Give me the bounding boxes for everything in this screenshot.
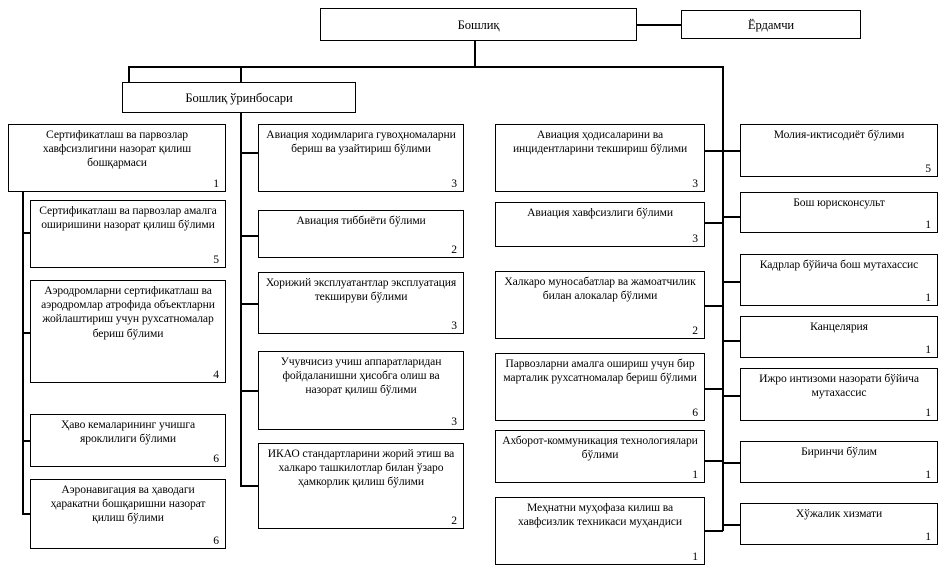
node-col1-1-count: 5 — [213, 253, 219, 266]
node-col3-5-label: Меҳнатни муҳофаза килиш ва хавфсизлик те… — [518, 501, 682, 529]
node-assistant[interactable]: Ёрдамчи — [681, 10, 861, 39]
node-deputy[interactable]: Бошлиқ ўринбосари — [122, 82, 356, 113]
node-col2-0[interactable]: Авиация ходимларига гувоҳномаларни бериш… — [258, 124, 464, 192]
node-col1-4-label: Аэронавигация ва ҳаводаги ҳаракатни бошқ… — [50, 483, 206, 525]
node-col3-1[interactable]: Авиация хавфсизлиги бўлими 3 — [495, 202, 705, 247]
node-deputy-label: Бошлиқ ўринбосари — [185, 90, 293, 105]
node-col4-4[interactable]: Ижро интизоми назорати бўйича мутахассис… — [740, 368, 938, 421]
node-col4-0-label: Молия-иктисодиёт бўлими — [773, 128, 905, 141]
connector-col3-branch-5 — [705, 460, 723, 462]
connector-col2-branch-1 — [240, 152, 258, 154]
node-col4-2-label: Кадрлар бўйича бош мутахассис — [759, 258, 919, 271]
node-col4-1[interactable]: Бош юрисконсульт 1 — [740, 192, 938, 233]
connector-main-bus — [128, 66, 723, 68]
connector-col3-branch-4 — [705, 388, 723, 390]
connector-col4-branch-4 — [722, 340, 740, 342]
node-col3-0-count: 3 — [692, 177, 698, 190]
node-col3-3-count: 6 — [692, 406, 698, 419]
node-col1-1-label: Сертификатлаш ва парвозлар амалга ошириш… — [39, 204, 217, 232]
node-col3-0[interactable]: Авиация ҳодисаларини ва инцидентларини т… — [495, 124, 705, 192]
node-col1-3-label: Ҳаво кемаларининг учишга яроклилиги бўли… — [60, 418, 196, 446]
node-col4-0[interactable]: Молия-иктисодиёт бўлими 5 — [740, 124, 938, 177]
node-col3-5-count: 1 — [692, 550, 698, 563]
connector-col2-branch-5 — [240, 485, 258, 487]
node-col4-4-count: 1 — [925, 406, 931, 419]
node-col3-0-label: Авиация ҳодисаларини ва инцидентларини т… — [512, 128, 688, 156]
connector-col4-branch-5 — [722, 395, 740, 397]
node-col3-4-label: Ахборот-коммуникация технологиялари бўли… — [502, 434, 698, 462]
node-col1-4-count: 6 — [213, 534, 219, 547]
node-col1-0-count: 1 — [213, 177, 219, 190]
node-col1-0-label: Сертификатлаш ва парвозлар хавфсизлигини… — [42, 128, 192, 170]
node-col2-2[interactable]: Хорижий эксплуатантлар эксплуатация текш… — [258, 272, 464, 334]
connector-col4-branch-3 — [722, 281, 740, 283]
connector-col4-branch-6 — [722, 462, 740, 464]
node-col2-2-label: Хорижий эксплуатантлар эксплуатация текш… — [265, 276, 457, 304]
node-col2-3-count: 3 — [451, 415, 457, 428]
connector-col4-branch-1 — [722, 150, 740, 152]
node-col2-2-count: 3 — [451, 319, 457, 332]
connector-col2-branch-2 — [240, 235, 258, 237]
node-col4-0-count: 5 — [925, 162, 931, 175]
node-col3-4-count: 1 — [692, 468, 698, 481]
node-col1-3[interactable]: Ҳаво кемаларининг учишга яроклилиги бўли… — [30, 414, 226, 467]
node-col4-5[interactable]: Биринчи бўлим 1 — [740, 441, 938, 483]
node-col4-1-label: Бош юрисконсульт — [793, 196, 885, 209]
node-col4-4-label: Ижро интизоми назорати бўйича мутахассис — [759, 372, 919, 400]
node-col4-2[interactable]: Кадрлар бўйича бош мутахассис 1 — [740, 254, 938, 306]
node-col2-1[interactable]: Авиация тиббиёти бўлими 2 — [258, 210, 464, 258]
node-col1-1[interactable]: Сертификатлаш ва парвозлар амалга ошириш… — [30, 200, 226, 268]
node-chief[interactable]: Бошлиқ — [320, 8, 637, 41]
node-col2-4-label: ИКАО стандартларини жорий этиш ва халкар… — [267, 447, 455, 489]
node-col4-6-label: Хўжалик хизмати — [795, 507, 883, 520]
connector-bus-right-trunk — [722, 66, 724, 150]
connector-col4-branch-7 — [722, 524, 740, 526]
node-col2-4-count: 2 — [451, 514, 457, 527]
connector-col2-branch-3 — [240, 303, 258, 305]
connector-col3-branch-6 — [705, 530, 723, 532]
node-col1-3-count: 6 — [213, 452, 219, 465]
node-col3-5[interactable]: Меҳнатни муҳофаза килиш ва хавфсизлик те… — [495, 497, 705, 565]
node-col3-3-label: Парвозларни амалга ошириш учун бир марта… — [503, 357, 697, 385]
node-col1-4[interactable]: Аэронавигация ва ҳаводаги ҳаракатни бошқ… — [30, 479, 226, 549]
node-col4-3[interactable]: Канцелярия 1 — [740, 316, 938, 358]
node-col4-6[interactable]: Хўжалик хизмати 1 — [740, 503, 938, 545]
node-col4-3-count: 1 — [925, 343, 931, 356]
node-col3-4[interactable]: Ахборот-коммуникация технологиялари бўли… — [495, 430, 705, 483]
node-chief-label: Бошлиқ — [457, 17, 500, 32]
node-col2-1-count: 2 — [451, 243, 457, 256]
node-col3-1-count: 3 — [692, 232, 698, 245]
node-col3-2[interactable]: Халкаро муносабатлар ва жамоатчилик била… — [495, 271, 705, 339]
connector-chief-stem — [474, 40, 476, 67]
node-col4-3-label: Канцелярия — [810, 320, 868, 333]
node-col2-1-label: Авиация тиббиёти бўлими — [296, 214, 426, 227]
node-col3-2-count: 2 — [692, 324, 698, 337]
connector-col1-trunk — [22, 192, 24, 514]
connector-col2-branch-4 — [240, 390, 258, 392]
node-col3-2-label: Халкаро муносабатлар ва жамоатчилик била… — [504, 275, 696, 303]
node-col2-4[interactable]: ИКАО стандартларини жорий этиш ва халкар… — [258, 443, 464, 529]
connector-col3-branch-3 — [705, 305, 723, 307]
node-col1-2-label: Аэродромларни сертификатлаш ва аэродромл… — [41, 284, 215, 340]
node-col2-3-label: Учувчисиз учиш аппаратларидан фойдаланиш… — [280, 355, 442, 397]
node-assistant-label: Ёрдамчи — [747, 17, 795, 32]
node-col3-3[interactable]: Парвозларни амалга ошириш учун бир марта… — [495, 353, 705, 421]
node-col1-2-count: 4 — [213, 368, 219, 381]
node-col4-6-count: 1 — [925, 530, 931, 543]
node-col1-0[interactable]: Сертификатлаш ва парвозлар хавфсизлигини… — [8, 124, 226, 192]
node-col4-1-count: 1 — [925, 218, 931, 231]
node-col1-2[interactable]: Аэродромларни сертификатлаш ва аэродромл… — [30, 280, 226, 383]
node-col4-5-count: 1 — [925, 468, 931, 481]
node-col2-0-label: Авиация ходимларига гувоҳномаларни бериш… — [266, 128, 456, 156]
node-col2-3[interactable]: Учувчисиз учиш аппаратларидан фойдаланиш… — [258, 351, 464, 430]
node-col2-0-count: 3 — [451, 177, 457, 190]
connector-col3-branch-1 — [705, 150, 723, 152]
connector-col3-branch-2 — [705, 222, 723, 224]
node-col3-1-label: Авиация хавфсизлиги бўлими — [527, 206, 673, 219]
connector-bus-to-deputy — [128, 66, 130, 82]
connector-chief-assistant — [637, 24, 681, 26]
node-col4-5-label: Биринчи бўлим — [801, 445, 877, 458]
node-col4-2-count: 1 — [925, 291, 931, 304]
connector-col4-branch-2 — [722, 216, 740, 218]
